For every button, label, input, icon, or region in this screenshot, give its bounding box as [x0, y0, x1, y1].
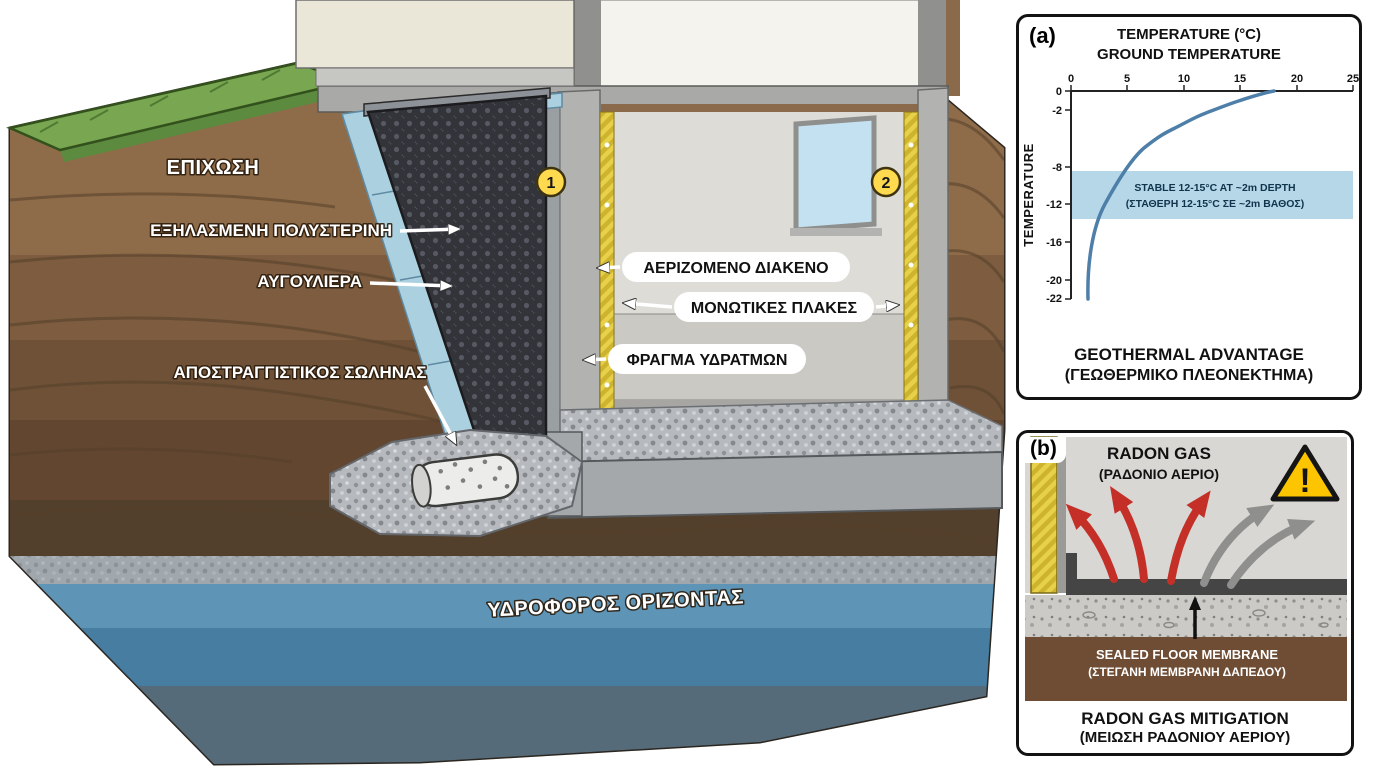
- y-axis-ticks: 0 -2 -8 -12 -16 -20 -22: [1046, 86, 1071, 305]
- wall-edge: [1057, 437, 1066, 593]
- radon-arrow-red-1: [1065, 503, 1118, 583]
- radon-arrow-red-2: [1110, 486, 1148, 583]
- interior-insulation-strip-right: [903, 111, 919, 413]
- label-insulation-boards: ΜΟΝΩΤΙΚΕΣ ΠΛΑΚΕΣ: [624, 292, 898, 322]
- panel-a-tag: (a): [1029, 23, 1056, 48]
- warning-exclamation: !: [1299, 462, 1310, 500]
- concrete-slab: [1025, 595, 1347, 637]
- subsoil: [1025, 637, 1347, 701]
- panel-a-caption: GEOTHERMAL ADVANTAGE (ΓΕΩΘΕΡΜΙΚΟ ΠΛΕΟΝΕΚ…: [1019, 344, 1359, 387]
- marker-2-number: 2: [882, 175, 891, 192]
- panel-b-caption-line2: (ΜΕΙΩΣΗ ΡΑΔΟΝΙΟΥ ΑΕΡΙΟΥ): [1079, 729, 1291, 747]
- ground-temperature-chart: STABLE 12-15°C AT ~2m DEPTH (ΣΤΑΘΕΡΗ 12-…: [1021, 73, 1359, 305]
- band-label-line2: (ΣΤΑΘΕΡΗ 12-15°C ΣΕ ~2m ΒΑΘΟΣ): [1126, 198, 1304, 210]
- svg-text:-2: -2: [1052, 105, 1062, 117]
- radon-mitigation-diagram: RADON GAS (ΡΑΔΟΝΙΟ ΑΕΡΙΟ) ! SEALED FLOOR…: [1025, 436, 1347, 701]
- svg-text:-22: -22: [1046, 293, 1062, 305]
- panel-b-caption: RADON GAS MITIGATION (ΜΕΙΩΣΗ ΡΑΔΟΝΙΟΥ ΑΕ…: [1019, 708, 1351, 748]
- svg-text:-20: -20: [1046, 275, 1062, 287]
- marker-1-number: 1: [547, 175, 556, 192]
- marker-2: 2: [870, 166, 902, 198]
- label-extruded-polystyrene-text: ΕΞΗΛΑΣΜΕΝΗ ΠΟΛΥΣΤΕΡΙΝΗ: [150, 221, 392, 240]
- marker-1: 1: [535, 166, 567, 198]
- label-backfill: ΕΠΙΧΩΣΗ: [167, 157, 260, 179]
- panel-b-tag: (b): [1025, 437, 1066, 463]
- label-vapor-barrier: ΦΡΑΓΜΑ ΥΔΡΑΤΜΩΝ: [584, 344, 806, 374]
- sealed-floor-membrane: [1066, 579, 1347, 595]
- arrow-to-membrane: [369, 283, 452, 286]
- panel-a-caption-line2: (ΓΕΩΘΕΡΜΙΚΟ ΠΛΕΟΝΕΚΤΗΜΑ): [1064, 367, 1314, 385]
- panel-b-caption-line1: RADON GAS MITIGATION: [1081, 709, 1289, 728]
- svg-text:20: 20: [1291, 73, 1303, 85]
- stable-temperature-band: [1072, 171, 1353, 219]
- radon-arrow-red-3: [1167, 490, 1211, 585]
- house-structure: [295, 0, 960, 443]
- basement-window: [793, 115, 877, 233]
- drainage-assembly: [329, 428, 584, 538]
- membrane-label-line2: (ΣΤΕΓΑΝΗ ΜΕΜΒΡΑΝΗ ΔΑΠΕΔΟΥ): [1088, 665, 1286, 679]
- svg-text:0: 0: [1068, 73, 1074, 85]
- panel-geothermal-advantage: (a) TEMPERATURE (°C) GROUND TEMPERATURE …: [1016, 14, 1362, 400]
- radon-arrow-gray-1: [1200, 504, 1275, 587]
- arrow-to-insulation-right: [875, 305, 898, 307]
- panel-a-title-line2: GROUND TEMPERATURE: [1097, 45, 1281, 63]
- arrow-to-ventilated-gap: [598, 267, 621, 268]
- label-drainage-pipe-text: ΑΠΟΣΤΡΑΓΓΙΣΤΙΚΟΣ ΣΩΛΗΝΑΣ: [173, 363, 426, 382]
- label-drainage-pipe: ΑΠΟΣΤΡΑΓΓΙΣΤΙΚΟΣ ΣΩΛΗΝΑΣ: [172, 362, 458, 444]
- foundation-cross-section: 1 2 ΕΠΙΧΩΣΗ ΕΞΗΛΑΣΜΕΝΗ ΠΟΛΥΣΤΕΡΙΝΗ ΑΥΓΟΥ…: [6, 0, 1006, 766]
- label-dimpled-membrane: ΑΥΓΟΥΛΙΕΡΑ: [256, 271, 452, 293]
- arrow-to-insulation-left: [624, 303, 673, 307]
- radon-gas-label-line2: (ΡΑΔΟΝΙΟ ΑΕΡΙΟ): [1099, 466, 1219, 482]
- y-axis-label: TEMPERATURE: [1021, 143, 1036, 246]
- temperature-depth-curve: [1086, 89, 1276, 301]
- label-ventilated-gap: ΑΕΡΙΖΟΜΕΝΟ ΔΙΑΚΕΝΟ: [598, 252, 850, 282]
- panel-a-title-line1: TEMPERATURE (°C): [1116, 26, 1262, 43]
- svg-text:25: 25: [1347, 73, 1359, 85]
- svg-text:-8: -8: [1052, 162, 1062, 174]
- panel-radon-mitigation: (b): [1016, 430, 1354, 756]
- arrow-to-vapor-barrier: [584, 359, 607, 360]
- svg-text:-16: -16: [1046, 237, 1062, 249]
- grass-surface: [6, 61, 353, 162]
- label-extruded-polystyrene: ΕΞΗΛΑΣΜΕΝΗ ΠΟΛΥΣΤΕΡΙΝΗ: [149, 220, 460, 242]
- svg-text:10: 10: [1178, 73, 1190, 85]
- arrow-to-polystyrene: [399, 229, 460, 231]
- foundation-footing: [515, 399, 1003, 520]
- svg-text:-12: -12: [1046, 199, 1062, 211]
- radon-arrow-gray-2: [1227, 519, 1316, 589]
- radon-gas-label-line1: RADON GAS: [1107, 444, 1211, 463]
- upper-exterior-wall: [295, 0, 575, 69]
- panel-a-title: TEMPERATURE (°C) GROUND TEMPERATURE: [1019, 25, 1359, 64]
- panel-a-caption-line1: GEOTHERMAL ADVANTAGE: [1074, 345, 1304, 365]
- svg-text:15: 15: [1234, 73, 1246, 85]
- svg-text:5: 5: [1124, 73, 1130, 85]
- radon-arrows: [1065, 486, 1316, 589]
- label-ventilated-gap-text: ΑΕΡΙΖΟΜΕΝΟ ΔΙΑΚΕΝΟ: [643, 260, 828, 277]
- x-axis-ticks: 0 5 10 15 20 25: [1068, 73, 1359, 91]
- warning-triangle-icon: !: [1270, 444, 1340, 502]
- arrow-to-drain-pipe: [423, 385, 458, 444]
- drain-pipe: [411, 453, 520, 508]
- label-dimpled-membrane-text: ΑΥΓΟΥΛΙΕΡΑ: [257, 272, 362, 291]
- svg-text:0: 0: [1056, 86, 1062, 98]
- label-vapor-barrier-text: ΦΡΑΓΜΑ ΥΔΡΑΤΜΩΝ: [627, 352, 788, 369]
- right-foundation-wall: [917, 87, 949, 413]
- membrane-label-line1: SEALED FLOOR MEMBRANE: [1096, 647, 1278, 662]
- left-foundation-wall: [557, 89, 601, 439]
- band-label-line1: STABLE 12-15°C AT ~2m DEPTH: [1134, 182, 1295, 194]
- label-insulation-boards-text: ΜΟΝΩΤΙΚΕΣ ΠΛΑΚΕΣ: [691, 300, 858, 317]
